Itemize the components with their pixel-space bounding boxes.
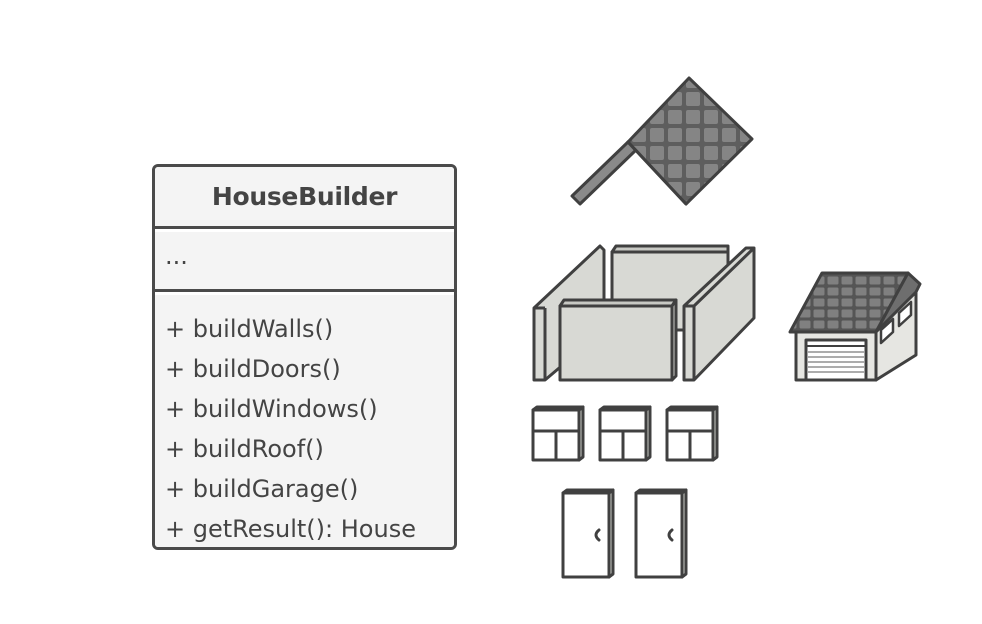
fields-placeholder: ... [165,242,188,270]
door-icon [561,488,688,579]
method-build-windows: + buildWindows() [165,395,378,423]
window-icon [531,405,719,462]
method-build-walls: + buildWalls() [165,315,334,343]
garage-icon [788,271,922,382]
window-1 [531,405,585,462]
uml-class-header: HouseBuilder [155,167,454,229]
header-gap [155,229,454,232]
method-get-result: + getResult(): House [165,515,416,543]
door-2 [634,488,688,579]
method-build-garage: + buildGarage() [165,475,359,503]
uml-class-box: HouseBuilder ... + buildWalls() + buildD… [152,164,457,550]
method-build-doors: + buildDoors() [165,355,341,383]
roof-icon [570,76,754,206]
fields-gap [155,292,454,295]
window-3 [665,405,719,462]
class-name: HouseBuilder [211,182,398,211]
uml-fields-section: ... [155,232,454,292]
window-2 [598,405,652,462]
method-build-roof: + buildRoof() [165,435,324,463]
walls-icon [532,244,756,382]
uml-methods-section: + buildWalls() + buildDoors() + buildWin… [155,295,454,547]
door-1 [561,488,615,579]
